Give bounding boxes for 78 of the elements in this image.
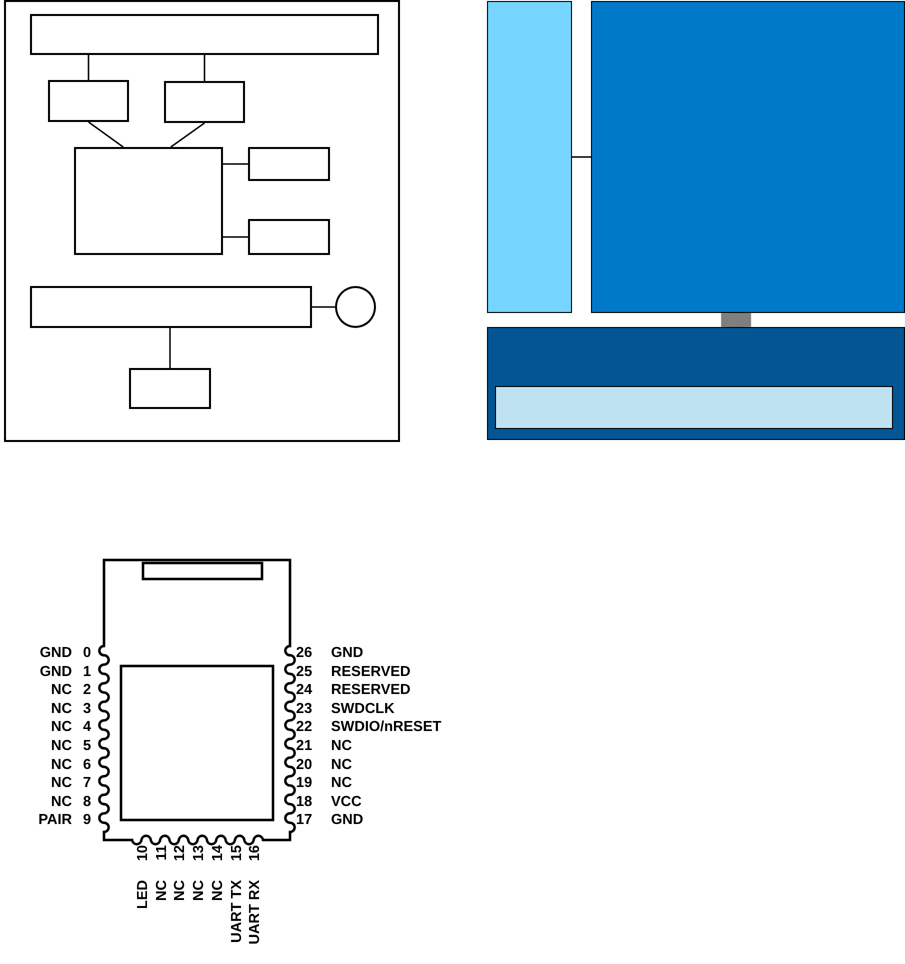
pin-name: NC [51,756,72,773]
block-box [164,81,245,123]
connector-line [223,236,248,238]
pin-name: NC [51,719,72,736]
pin-number: 22 [296,719,312,736]
pin-number: 11 [154,845,170,860]
block-box [248,219,330,255]
circle-symbol [335,286,376,328]
pin-number: 21 [296,738,312,754]
pin-number: 12 [172,845,188,862]
pin-name: UART TX [228,880,244,943]
pin-number: 5 [83,738,92,754]
pin-name: NC [210,880,226,901]
pin-name: NC [331,775,352,792]
block-box [487,1,572,313]
pin-name: NC [331,756,352,773]
pin-name: RESERVED [331,682,411,698]
pin-number: 6 [83,756,92,773]
pin-number: 19 [296,775,312,792]
pin-name: NC [172,880,188,901]
pin-name: GND [40,645,72,661]
pin-number: 17 [296,812,312,828]
pin-number: 9 [83,812,92,828]
pin-name: GND [40,664,72,680]
pin-number: 10 [135,845,151,862]
pin-number: 25 [296,664,312,680]
connector-line [223,163,248,165]
pin-number: 0 [83,645,92,661]
pin-name: PAIR [38,812,72,828]
pin-number: 7 [83,775,92,792]
block-box [74,147,223,255]
pin-number: 3 [83,700,92,717]
pin-name: SWDCLK [331,700,395,717]
pin-name: SWDIO/nRESET [331,719,442,736]
block-box [129,368,211,409]
pin-name: NC [331,738,352,754]
connector-line [572,156,591,158]
block-box [494,386,892,428]
pin-name: NC [51,775,72,792]
pin-number: 4 [83,719,92,736]
pin-number: 24 [296,682,312,698]
block-box [4,0,400,442]
pin-name: RESERVED [331,664,411,680]
block-box [248,147,330,181]
pin-name: GND [331,645,364,661]
pin-number: 14 [210,845,226,862]
connector-line [88,121,124,148]
pin-number: 18 [296,794,312,810]
connector-line [169,328,171,368]
block-box [48,80,129,122]
pin-number: 16 [247,845,264,862]
pin-name: UART RX [247,880,264,944]
block-box [591,1,905,313]
pin-name: NC [154,880,170,901]
pin-name: LED [135,880,151,909]
pin-name: GND [331,812,364,828]
pin-number: 26 [296,645,312,661]
pin-name: NC [51,738,72,754]
connector-line [721,312,752,328]
pin-number: 15 [228,845,244,862]
pin-name: NC [51,794,72,810]
pin-number: 13 [191,845,208,862]
pin-number: 2 [83,682,92,698]
pin-number: 20 [296,756,312,773]
pin-number: 8 [83,794,92,810]
pin-name: NC [51,682,72,698]
connector-line [312,306,335,308]
pin-name: NC [51,700,72,717]
connector-line [88,55,90,80]
block-box [30,14,379,55]
pin-number: 23 [296,700,312,717]
block-box [30,286,312,328]
pin-number: 1 [83,664,92,680]
connector-line [170,122,205,148]
block-box [487,327,905,440]
pin-name: VCC [331,794,362,810]
connector-line [204,55,206,81]
pin-name: NC [191,880,208,901]
